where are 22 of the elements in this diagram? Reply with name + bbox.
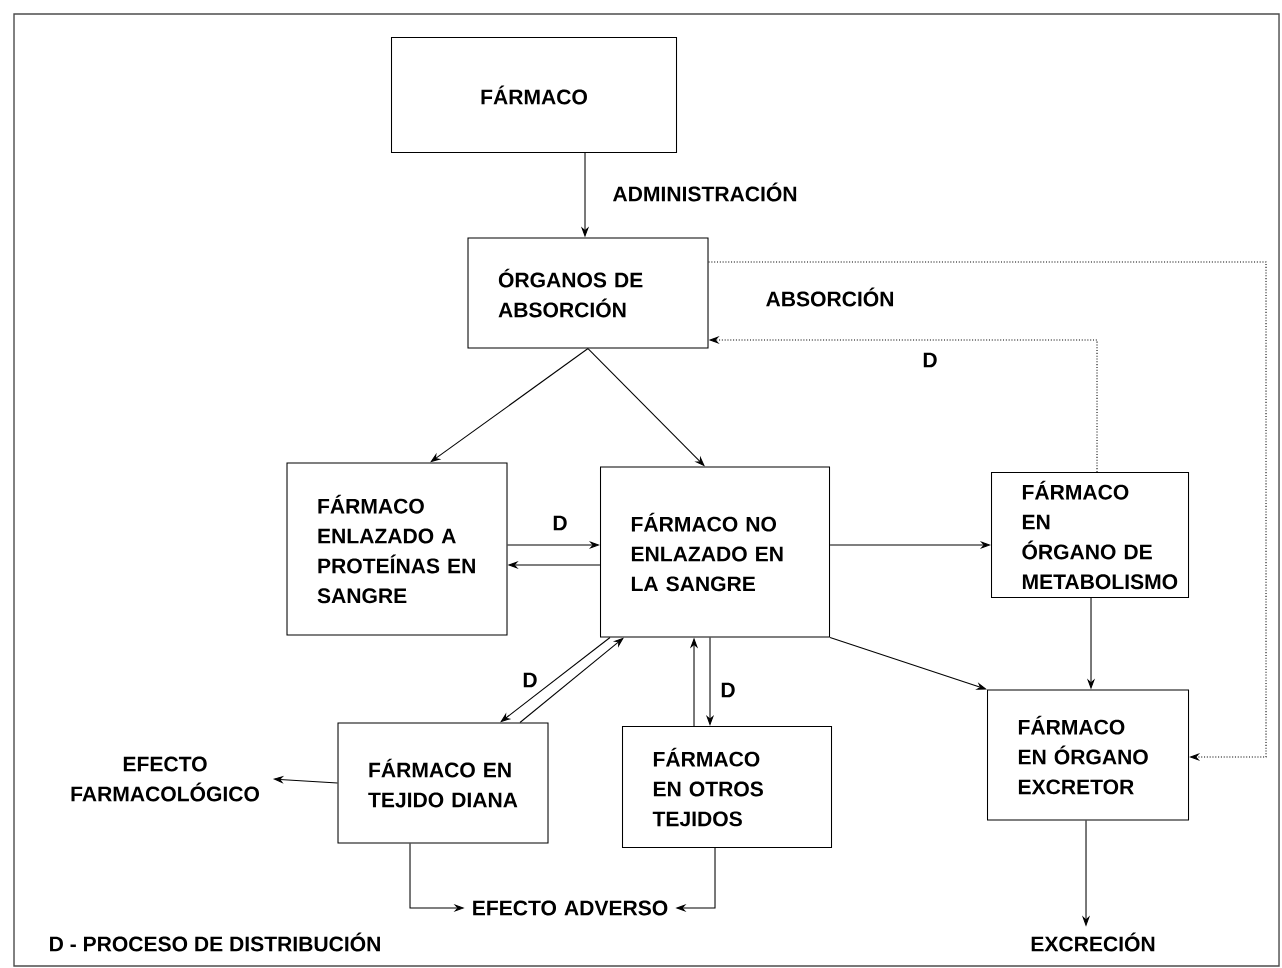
- process-box: FÁRMACO EN TEJIDO DIANA: [337, 722, 549, 844]
- edge-label: ADMINISTRACIÓN: [610, 180, 800, 204]
- process-box: FÁRMACO: [391, 36, 678, 154]
- process-box: FÁRMACO EN ÓRGANO EXCRETOR: [987, 689, 1190, 821]
- process-box: ÓRGANOS DE ABSORCIÓN: [467, 237, 709, 349]
- process-box: FÁRMACO ENLAZADO A PROTEÍNAS EN SANGRE: [286, 462, 508, 636]
- arrow: [430, 348, 589, 463]
- note-text: D - PROCESO DE DISTRIBUCIÓN: [50, 932, 380, 952]
- process-box: FÁRMACO NO ENLAZADO EN LA SANGRE: [600, 466, 831, 638]
- process-box: FÁRMACO EN OTROS TEJIDOS: [622, 726, 833, 849]
- edge-label: D: [520, 671, 540, 689]
- arrow: [708, 261, 1267, 762]
- arrow: [500, 637, 611, 723]
- process-box: FÁRMACO EN ÓRGANO DE METABOLISMO: [991, 472, 1190, 599]
- outcome-text: EFECTO FARMACOLÓGICO: [71, 756, 259, 802]
- outcome-text: EFECTO ADVERSO: [473, 900, 668, 916]
- note-text: ABSORCIÓN: [766, 287, 893, 307]
- outcome-text: EXCRECIÓN: [1031, 932, 1155, 952]
- edge-label: D: [550, 514, 570, 532]
- arrow: [829, 637, 987, 690]
- edge-label: D: [718, 681, 738, 699]
- edge-label: D: [920, 351, 940, 369]
